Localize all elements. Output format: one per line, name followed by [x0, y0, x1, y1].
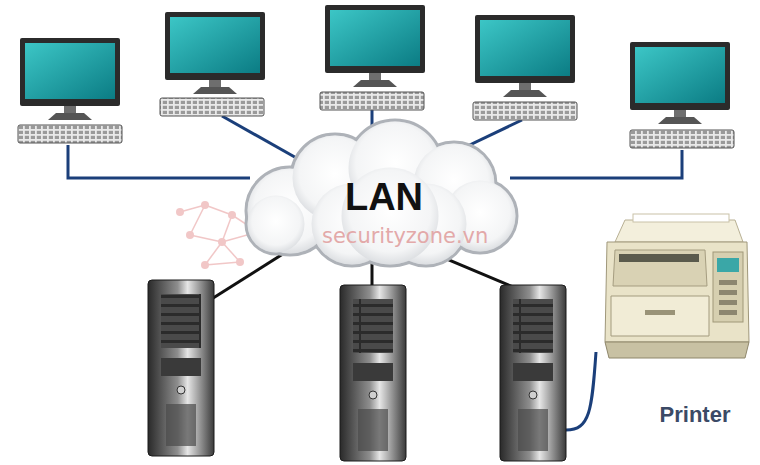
illustration-part: [48, 113, 92, 120]
illustration-part: [176, 208, 184, 216]
printer-part: [605, 342, 749, 358]
network-cable: [510, 150, 682, 178]
illustration-part: [475, 15, 575, 83]
printer-part: [633, 214, 729, 222]
illustration-part: [518, 409, 548, 451]
illustration-part: [186, 231, 194, 239]
server-tower: [340, 285, 406, 461]
illustration-part: [630, 42, 730, 110]
network-label: LAN: [345, 176, 423, 219]
printer: Printer: [585, 212, 753, 434]
printer-cable: [566, 352, 596, 430]
computer: [320, 5, 425, 110]
computer: [160, 12, 265, 116]
server-tower: [148, 280, 214, 456]
illustration-part: [358, 409, 388, 451]
printer-outline: [585, 212, 753, 434]
printer-part: [613, 250, 707, 286]
illustration-part: [205, 262, 240, 265]
printer-part: [713, 252, 743, 322]
illustration-part: [529, 391, 537, 399]
illustration-part: [148, 280, 214, 456]
illustration-part: [190, 235, 222, 242]
illustration-part: [205, 205, 232, 215]
illustration-part: [161, 358, 201, 376]
illustration-part: [201, 201, 209, 209]
network-cable: [68, 145, 250, 178]
watermark: securityzone.vn: [322, 224, 488, 248]
illustration-part: [630, 130, 734, 148]
illustration-part: [165, 12, 265, 80]
illustration-part: [161, 294, 201, 348]
server-tower: [500, 285, 566, 461]
illustration-part: [177, 386, 185, 394]
illustration-part: [635, 47, 725, 103]
illustration-part: [369, 391, 377, 399]
illustration-part: [236, 258, 244, 266]
printer-part: [719, 280, 737, 285]
illustration-part: [222, 242, 240, 262]
illustration-part: [201, 261, 209, 269]
illustration-part: [330, 10, 420, 66]
illustration-part: [190, 205, 205, 235]
illustration-part: [353, 299, 393, 353]
illustration-part: [222, 215, 232, 242]
illustration-part: [170, 17, 260, 73]
illustration-part: [18, 125, 122, 143]
illustration-part: [228, 211, 236, 219]
device-label: Printer: [660, 402, 731, 428]
printer-part: [717, 258, 739, 272]
printer-part: [719, 290, 737, 295]
printer-part: [645, 310, 675, 315]
illustration-part: [353, 363, 393, 381]
illustration-part: [205, 242, 222, 265]
illustration-part: [325, 5, 425, 73]
illustration-part: [500, 285, 566, 461]
cloud-fill: [342, 168, 439, 265]
printer-part: [615, 220, 743, 242]
computer: [630, 42, 734, 148]
printer-part: [719, 300, 737, 305]
illustration-part: [353, 80, 397, 87]
printer-part: [619, 254, 699, 262]
illustration-part: [480, 20, 570, 76]
illustration-part: [513, 299, 553, 353]
illustration-part: [513, 363, 553, 381]
computer: [18, 38, 122, 143]
illustration-part: [473, 102, 577, 120]
illustration-part: [340, 285, 406, 461]
illustration-part: [166, 404, 196, 446]
illustration-part: [25, 43, 115, 99]
printer-part: [605, 242, 749, 342]
illustration-part: [160, 98, 264, 116]
cloud-fill: [248, 196, 305, 253]
computer: [473, 15, 577, 120]
illustration-part: [503, 90, 547, 97]
network-cable: [222, 116, 300, 160]
illustration-part: [20, 38, 120, 106]
illustration-part: [193, 87, 237, 94]
illustration-part: [218, 238, 226, 246]
illustration-part: [658, 117, 702, 124]
printer-part: [611, 296, 709, 336]
printer-part: [719, 310, 737, 315]
illustration-part: [320, 92, 424, 110]
